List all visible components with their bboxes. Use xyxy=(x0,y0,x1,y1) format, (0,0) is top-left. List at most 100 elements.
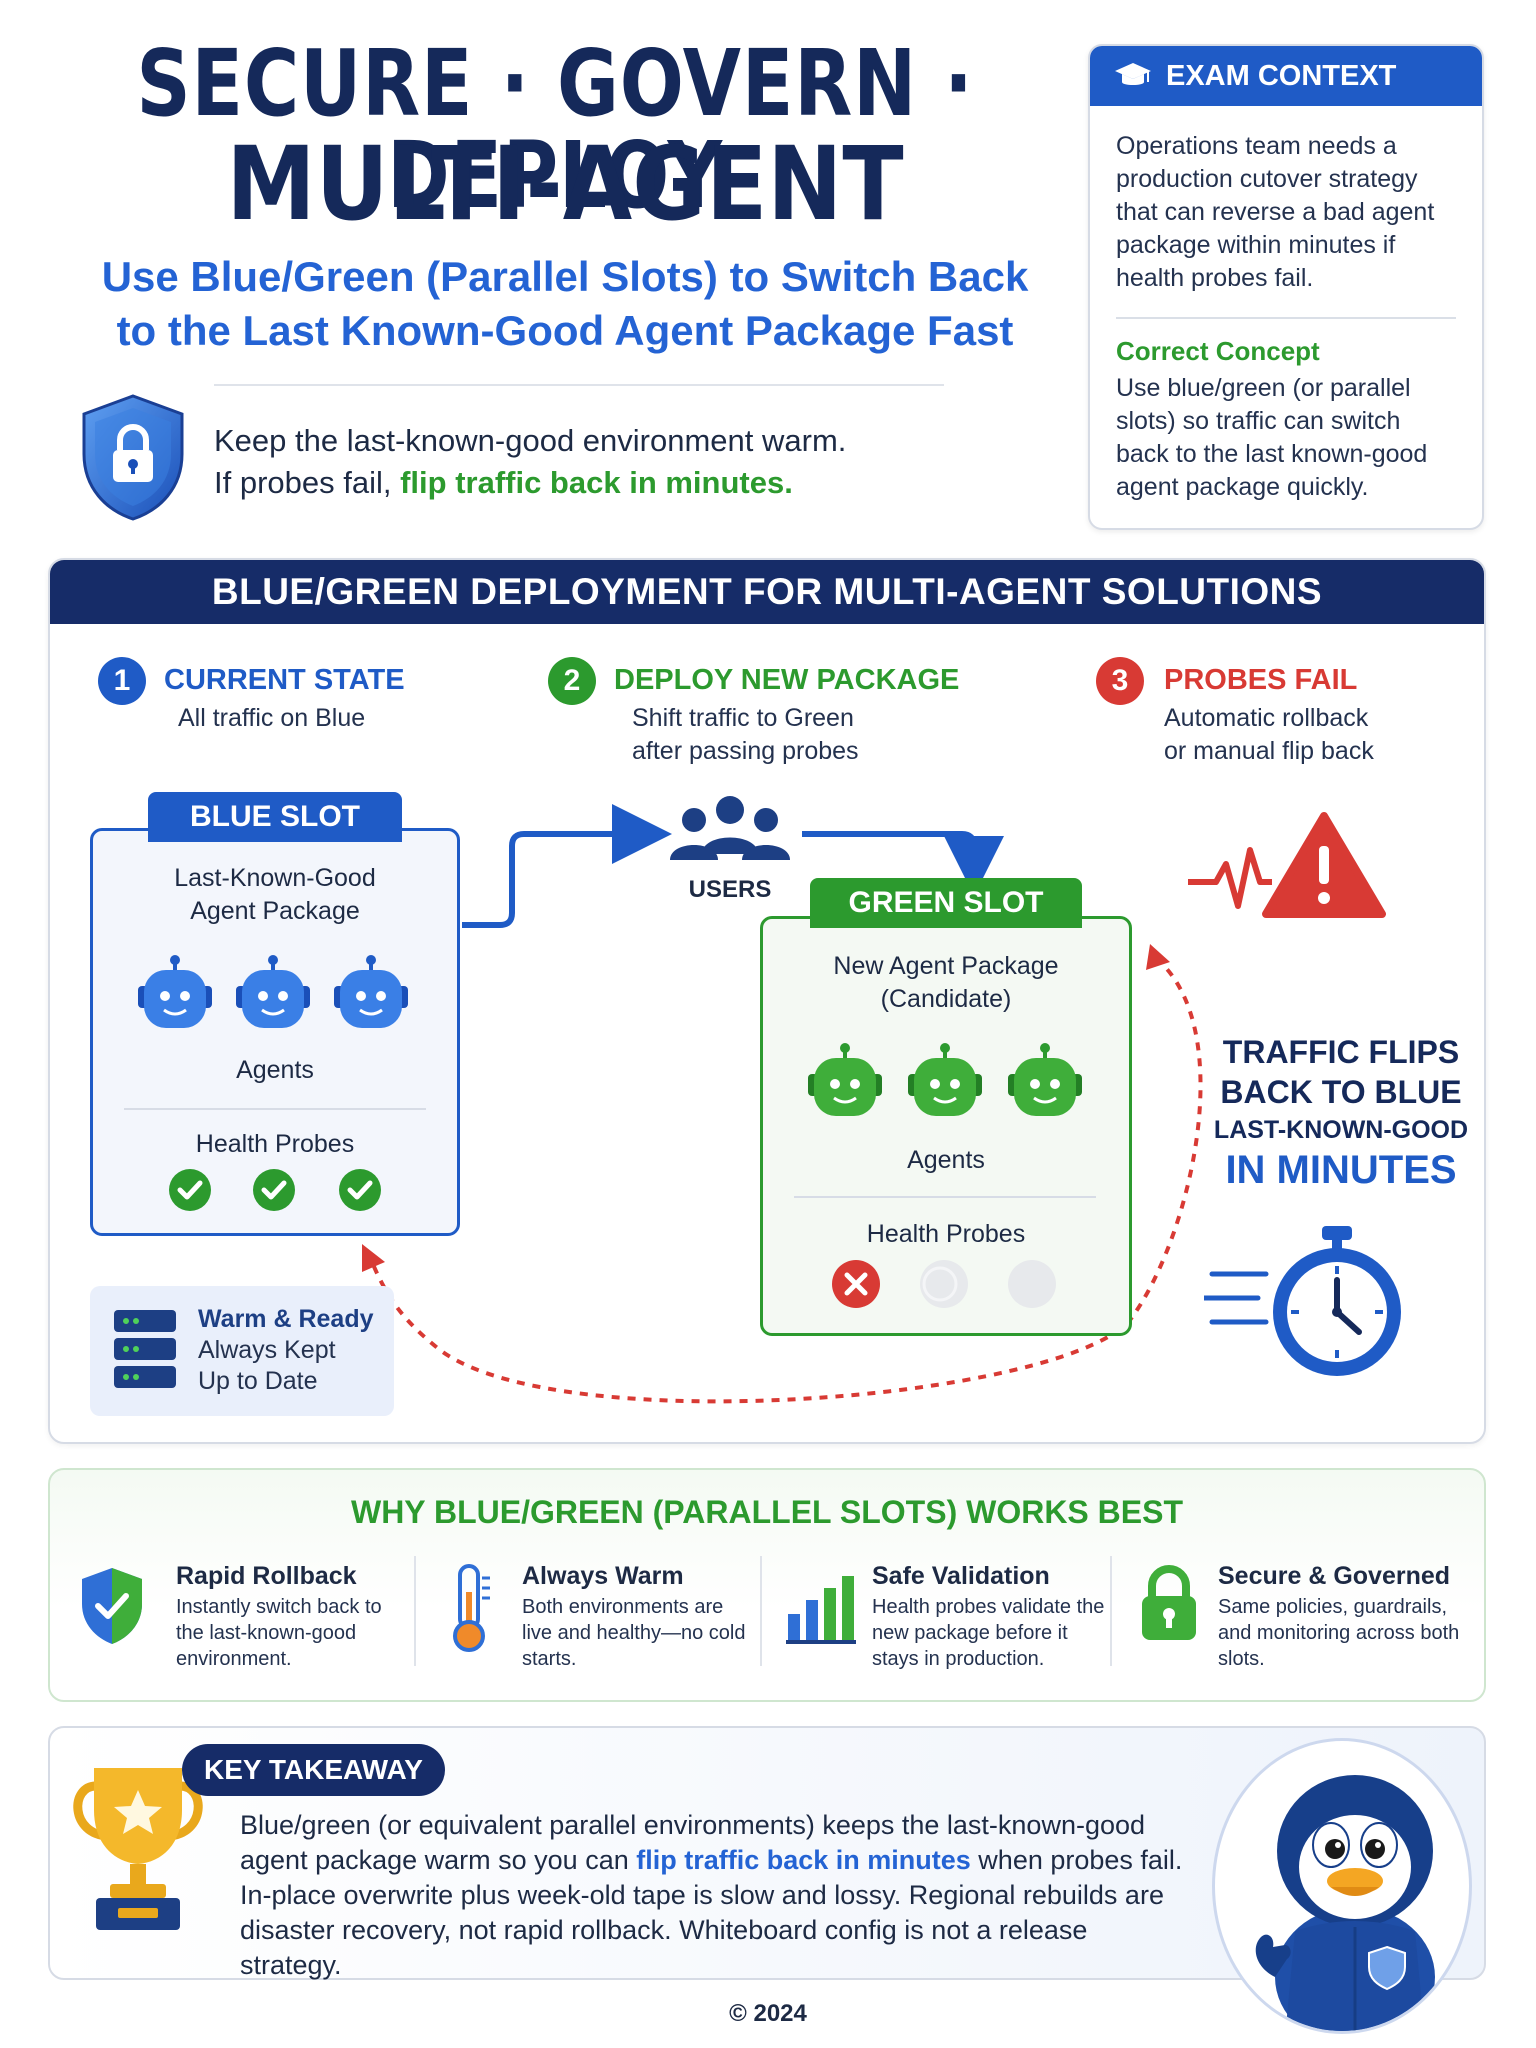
step-2-desc: Shift traffic to Green after passing pro… xyxy=(632,702,859,768)
blue-slot-package: Last-Known-Good Agent Package xyxy=(90,862,460,928)
why-section: WHY BLUE/GREEN (PARALLEL SLOTS) WORKS BE… xyxy=(48,1468,1486,1702)
server-stack-icon xyxy=(114,1310,176,1388)
warm-ready-title: Warm & Ready xyxy=(198,1305,374,1333)
robot-icon xyxy=(808,1043,882,1116)
warm-ready-line1: Always Kept xyxy=(198,1336,336,1364)
step-1-number: 1 xyxy=(98,657,146,705)
blue-package-line2: Agent Package xyxy=(190,897,360,925)
why-item-title: Safe Validation xyxy=(872,1562,1050,1590)
correct-concept-body: Use blue/green (or parallel slots) so tr… xyxy=(1116,374,1428,501)
padlock-icon xyxy=(1142,1565,1196,1640)
step-3-desc-line2: or manual flip back xyxy=(1164,737,1374,765)
takeaway-text-part2: when probes fail. In-place overwrite plu… xyxy=(240,1845,1183,1980)
why-item-safe-validation: Safe Validation Health probes validate t… xyxy=(872,1560,1112,1672)
green-slot-label: GREEN SLOT xyxy=(810,878,1082,928)
flip-line4: IN MINUTES xyxy=(1225,1148,1457,1192)
flip-line1: TRAFFIC FLIPS xyxy=(1222,1034,1460,1070)
blue-probes-status xyxy=(169,1169,381,1211)
users-icon xyxy=(670,796,790,860)
tagline-line1: Keep the last-known-good environment war… xyxy=(214,423,847,458)
why-separator xyxy=(1110,1556,1112,1666)
copyright: © 2024 xyxy=(729,2000,807,2027)
pending-probe-icon xyxy=(920,1260,968,1308)
check-circle-icon xyxy=(169,1169,211,1211)
flip-line3: LAST-KNOWN-GOOD xyxy=(1213,1116,1469,1144)
check-circle-icon xyxy=(253,1169,295,1211)
why-item-title: Secure & Governed xyxy=(1218,1562,1451,1590)
arrow-flip-back-to-blue xyxy=(370,956,1203,1404)
green-agents-group xyxy=(808,1043,1082,1116)
page-title-line1: SECURE · GOVERN · DEPLOY xyxy=(136,30,974,229)
green-probes-status xyxy=(832,1260,1056,1308)
x-circle-icon xyxy=(832,1260,880,1308)
subtitle-line1: Use Blue/Green (Parallel Slots) to Switc… xyxy=(101,253,1029,300)
exam-context-divider xyxy=(1116,317,1456,319)
step-3-title: PROBES FAIL xyxy=(1164,664,1358,696)
page-title-line2: MULTI-AGENT xyxy=(226,125,904,244)
key-takeaway-text: Blue/green (or equivalent parallel envir… xyxy=(240,1808,1190,1983)
green-agents-label: Agents xyxy=(907,1146,985,1174)
tagline-line2: If probes fail, flip traffic back in min… xyxy=(214,462,974,504)
step-2-desc-line1: Shift traffic to Green xyxy=(632,704,854,732)
thermometer-icon xyxy=(453,1564,490,1652)
green-slot-divider xyxy=(794,1196,1096,1198)
step-3-number: 3 xyxy=(1096,657,1144,705)
why-separator xyxy=(414,1556,416,1666)
tagline: Keep the last-known-good environment war… xyxy=(214,420,974,504)
header-divider xyxy=(214,384,944,386)
arrow-flip-head-blue xyxy=(362,1244,385,1272)
mascot-avatar xyxy=(1212,1738,1472,2034)
penguin-mascot-icon xyxy=(1255,1775,1435,2031)
step-2-desc-line2: after passing probes xyxy=(632,737,859,765)
exam-context-body: Operations team needs a production cutov… xyxy=(1116,132,1435,292)
shield-lock-icon xyxy=(82,394,184,521)
step-1-desc: All traffic on Blue xyxy=(178,704,366,732)
flip-line2: BACK TO BLUE xyxy=(1220,1074,1462,1110)
blue-agents-group xyxy=(138,955,408,1028)
correct-concept-title: Correct Concept xyxy=(1116,336,1320,366)
tagline-highlight: flip traffic back in minutes. xyxy=(400,465,793,500)
exam-context-header: EXAM CONTEXT xyxy=(1090,46,1482,106)
key-takeaway-badge: KEY TAKEAWAY xyxy=(182,1744,445,1796)
why-item-always-warm: Always Warm Both environments are live a… xyxy=(522,1560,752,1672)
robot-icon xyxy=(334,955,408,1028)
diagram-title: BLUE/GREEN DEPLOYMENT FOR MULTI-AGENT SO… xyxy=(50,560,1484,624)
why-item-desc: Both environments are live and healthy—n… xyxy=(522,1596,746,1670)
takeaway-text-part1: Blue/green (or equivalent parallel envir… xyxy=(240,1810,1146,1875)
green-package-line1: New Agent Package xyxy=(833,952,1059,980)
page-subtitle: Use Blue/Green (Parallel Slots) to Switc… xyxy=(60,250,1070,358)
warm-ready-text: Warm & Ready Always Kept Up to Date xyxy=(198,1304,374,1397)
why-item-title: Rapid Rollback xyxy=(176,1562,357,1590)
check-circle-icon xyxy=(339,1169,381,1211)
robot-icon xyxy=(236,955,310,1028)
blue-slot-label: BLUE SLOT xyxy=(148,792,402,842)
robot-icon xyxy=(138,955,212,1028)
why-item-desc: Instantly switch back to the last-known-… xyxy=(176,1596,382,1670)
tagline-prefix: If probes fail, xyxy=(214,465,401,500)
green-slot-package: New Agent Package (Candidate) xyxy=(760,950,1132,1016)
blue-agents-label: Agents xyxy=(236,1056,314,1084)
alert-warning-icon xyxy=(1188,812,1386,918)
why-item-title: Always Warm xyxy=(522,1562,684,1590)
blue-slot-box xyxy=(90,828,460,1236)
green-package-line2: (Candidate) xyxy=(880,985,1012,1013)
step-3-desc-line1: Automatic rollback xyxy=(1164,704,1369,732)
why-item-desc: Health probes validate the new package b… xyxy=(872,1596,1105,1670)
step-3-desc: Automatic rollback or manual flip back xyxy=(1164,702,1374,768)
why-item-rapid-rollback: Rapid Rollback Instantly switch back to … xyxy=(176,1560,406,1672)
trophy-icon xyxy=(73,1768,203,1930)
exam-context-title: EXAM CONTEXT xyxy=(1166,59,1397,92)
exam-context-card: EXAM CONTEXT Operations team needs a pro… xyxy=(1088,44,1484,530)
users-label: USERS xyxy=(688,876,772,903)
pending-probe-icon xyxy=(1008,1260,1056,1308)
step-1-title: CURRENT STATE xyxy=(164,664,405,696)
blue-probes-label: Health Probes xyxy=(195,1130,355,1158)
step-2-title: DEPLOY NEW PACKAGE xyxy=(614,664,960,696)
green-probes-label: Health Probes xyxy=(866,1220,1026,1248)
why-item-desc: Same policies, guardrails, and monitorin… xyxy=(1218,1596,1460,1670)
subtitle-line2: to the Last Known-Good Agent Package Fas… xyxy=(116,307,1014,354)
arrow-flip-head-green xyxy=(1146,944,1170,970)
warm-ready-line2: Up to Date xyxy=(198,1367,318,1395)
stopwatch-icon xyxy=(1204,1226,1401,1376)
